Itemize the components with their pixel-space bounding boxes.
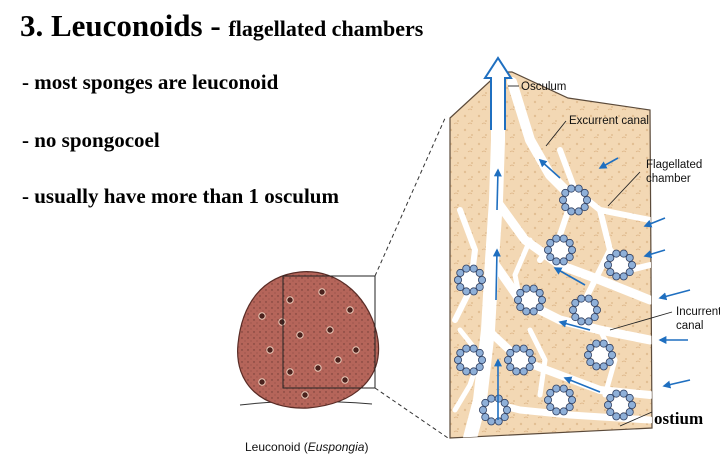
slide-title: 3. Leuconoids - flagellated chambers bbox=[20, 8, 423, 44]
flagellated-chamber bbox=[544, 384, 577, 416]
bullet-spongocoel: - no spongocoel bbox=[22, 128, 160, 152]
flagellated-chamber bbox=[453, 264, 486, 296]
osculum-pore bbox=[341, 376, 349, 384]
flow-arrow bbox=[492, 248, 501, 301]
label-flagellated-chamber: Flagellated bbox=[646, 159, 702, 171]
incoming-arrows bbox=[598, 157, 691, 389]
flow-arrow bbox=[563, 376, 601, 393]
tissue-block bbox=[449, 56, 653, 439]
flow-arrow bbox=[558, 319, 591, 331]
flagellated-chamber bbox=[604, 389, 637, 421]
caption: Leuconoid (Euspongia) bbox=[245, 440, 368, 454]
osculum-pore bbox=[326, 326, 334, 334]
osculum-pore bbox=[258, 312, 266, 320]
osculum-pore bbox=[334, 356, 342, 364]
caption-suffix: ) bbox=[364, 440, 368, 454]
title-sub: flagellated chambers bbox=[228, 16, 424, 41]
osculum-pore bbox=[352, 346, 360, 354]
label-flagellated-chamber-2: chamber bbox=[646, 173, 691, 185]
flagellated-chamber bbox=[584, 339, 617, 371]
osculum-pore bbox=[301, 391, 309, 399]
flow-arrow bbox=[553, 267, 586, 286]
osculum-pore bbox=[266, 346, 274, 354]
label-osculum: Osculum bbox=[521, 81, 566, 93]
canal-network bbox=[452, 73, 652, 438]
zoom-guide-bottom bbox=[374, 387, 449, 439]
flagellated-chamber bbox=[544, 234, 577, 266]
caption-species: Euspongia bbox=[308, 440, 365, 454]
osculum-arrow bbox=[483, 56, 513, 130]
label-ostium: ostium bbox=[654, 409, 703, 428]
title-main: 3. Leuconoids - bbox=[20, 8, 229, 43]
flagellated-chamber bbox=[569, 294, 602, 326]
osculum-pore bbox=[258, 378, 266, 386]
bullet-osculum: - usually have more than 1 osculum bbox=[22, 184, 339, 208]
flagellated-chamber bbox=[559, 184, 592, 216]
osculum-pore bbox=[286, 368, 294, 376]
label-excurrent-canal: Excurrent canal bbox=[569, 115, 649, 127]
osculum-pore bbox=[318, 288, 326, 296]
osculum-pore bbox=[296, 331, 304, 339]
flow-arrow bbox=[493, 168, 502, 211]
label-incurrent-canal: Incurrent bbox=[676, 306, 720, 318]
flagellated-chamber bbox=[478, 394, 511, 426]
flagellated-chamber bbox=[503, 344, 537, 376]
osculum-pore bbox=[278, 318, 286, 326]
flagellated-chambers bbox=[453, 184, 637, 426]
osculum-pore bbox=[346, 306, 354, 314]
osculum-pore bbox=[314, 364, 322, 372]
zoom-guide-top bbox=[374, 115, 447, 277]
flow-arrow bbox=[538, 158, 561, 179]
bullet-leuconoid: - most sponges are leuconoid bbox=[22, 70, 279, 94]
sponge-body bbox=[237, 271, 380, 409]
zoom-box bbox=[282, 275, 376, 389]
osculum-pore bbox=[286, 296, 294, 304]
caption-prefix: Leuconoid ( bbox=[245, 440, 308, 454]
flagellated-chamber bbox=[453, 344, 486, 376]
flagellated-chamber bbox=[514, 284, 547, 316]
flagellated-chamber bbox=[604, 249, 637, 281]
oscula-dots bbox=[258, 288, 360, 399]
label-incurrent-canal-2: canal bbox=[676, 320, 704, 332]
